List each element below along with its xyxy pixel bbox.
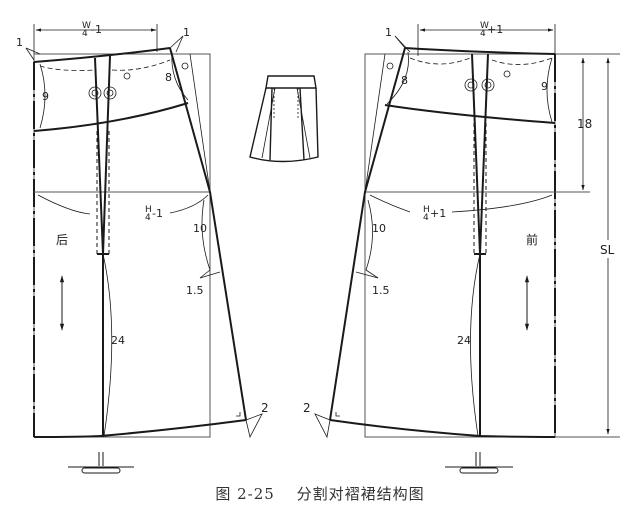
back-waist-raise-right: 1 — [183, 26, 190, 39]
front-yoke-center: 9 — [541, 80, 548, 93]
front-side-flare: 1.5 — [372, 284, 390, 297]
front-yoke-outer: 8 — [401, 74, 408, 87]
back-hem-raise: 2 — [261, 401, 269, 415]
back-yoke-depth: 9 — [42, 90, 49, 103]
back-panel — [25, 24, 263, 474]
front-waist-raise: 1 — [385, 26, 392, 39]
back-yoke-outer: 8 — [165, 71, 172, 84]
front-hip-den: 4 — [423, 213, 429, 223]
front-pleat-length: 24 — [457, 334, 471, 347]
front-hem-raise: 2 — [303, 401, 311, 415]
back-pleat-length: 24 — [111, 334, 125, 347]
back-hip-op: -1 — [152, 207, 163, 220]
front-waist-op: +1 — [487, 23, 503, 36]
front-skirt-length: SL — [600, 243, 615, 257]
back-side-flare: 1.5 — [186, 284, 204, 297]
back-waist-den: 4 — [82, 29, 88, 39]
front-hip-num: H — [423, 205, 430, 215]
front-hip-curve: 10 — [372, 222, 386, 235]
back-hip-num: H — [145, 205, 152, 215]
front-hip-op: +1 — [430, 207, 446, 220]
back-waist-raise-left: 1 — [16, 36, 23, 49]
back-label: 后 — [56, 233, 68, 247]
front-label: 前 — [526, 232, 538, 247]
skirt-flat-sketch — [249, 75, 319, 163]
front-waist-den: 4 — [480, 29, 486, 39]
front-hip-depth: 18 — [577, 117, 592, 131]
back-hip-curve: 10 — [193, 222, 207, 235]
back-hip-den: 4 — [145, 213, 151, 223]
caption-title: 分割对褶裙结构图 — [296, 485, 425, 503]
front-panel — [314, 24, 620, 474]
back-waist-num: W — [82, 21, 91, 31]
back-waist-op: -1 — [91, 23, 102, 36]
figure-caption: 图 2-25 分割对褶裙结构图 — [0, 483, 640, 504]
labels: W 4 -1 1 1 9 8 H 4 -1 10 1.5 后 24 2 W 4 … — [16, 21, 618, 415]
fold-symbol-front — [445, 452, 513, 474]
front-waist-num: W — [480, 21, 489, 31]
fold-symbol-back — [68, 452, 134, 474]
caption-number: 图 2-25 — [215, 485, 275, 503]
